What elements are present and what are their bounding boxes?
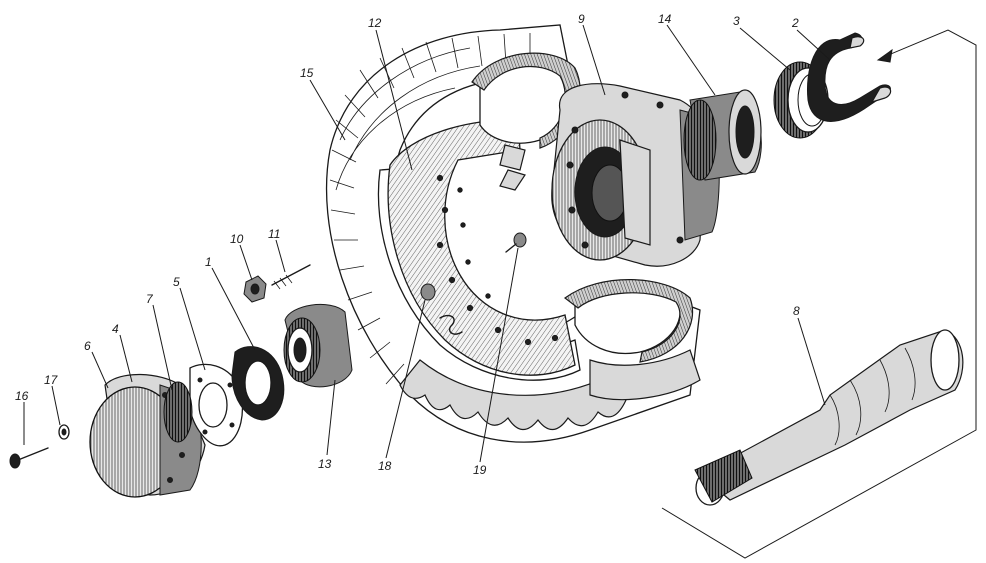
callout-18: 18 [378,459,392,473]
bearing-13 [283,304,353,388]
assembly-direction-frame [661,29,977,559]
callout-3: 3 [733,14,740,28]
bolt-18 [420,283,463,335]
callout-17: 17 [44,373,59,387]
tire [325,24,701,443]
callout-5: 5 [173,275,180,289]
leader-lines [23,24,831,463]
callout-14: 14 [658,12,672,26]
callout-2: 2 [791,16,799,30]
callout-13: 13 [318,457,332,471]
callout-6: 6 [84,339,91,353]
callout-11: 11 [268,227,280,241]
washer-17 [58,424,70,440]
bearing-14 [683,89,762,181]
callout-15: 15 [300,66,314,80]
callout-7: 7 [146,292,154,306]
callout-10: 10 [230,232,244,246]
callout-1: 1 [205,255,212,269]
callout-labels: 1 2 3 4 5 6 7 8 9 10 11 12 13 14 15 16 1… [15,12,800,477]
clip-2 [806,32,892,122]
stud-11 [271,264,311,290]
callout-4: 4 [112,322,119,336]
bolt-19 [505,232,527,253]
bolt-16 [9,447,49,469]
callout-12: 12 [368,16,382,30]
callout-19: 19 [473,463,487,477]
callout-9: 9 [578,12,585,26]
gasket [163,363,244,447]
callout-8: 8 [793,304,800,318]
axle-shaft [694,329,964,506]
seal-1 [231,346,285,421]
callout-16: 16 [15,389,29,403]
nut-10 [243,275,267,303]
